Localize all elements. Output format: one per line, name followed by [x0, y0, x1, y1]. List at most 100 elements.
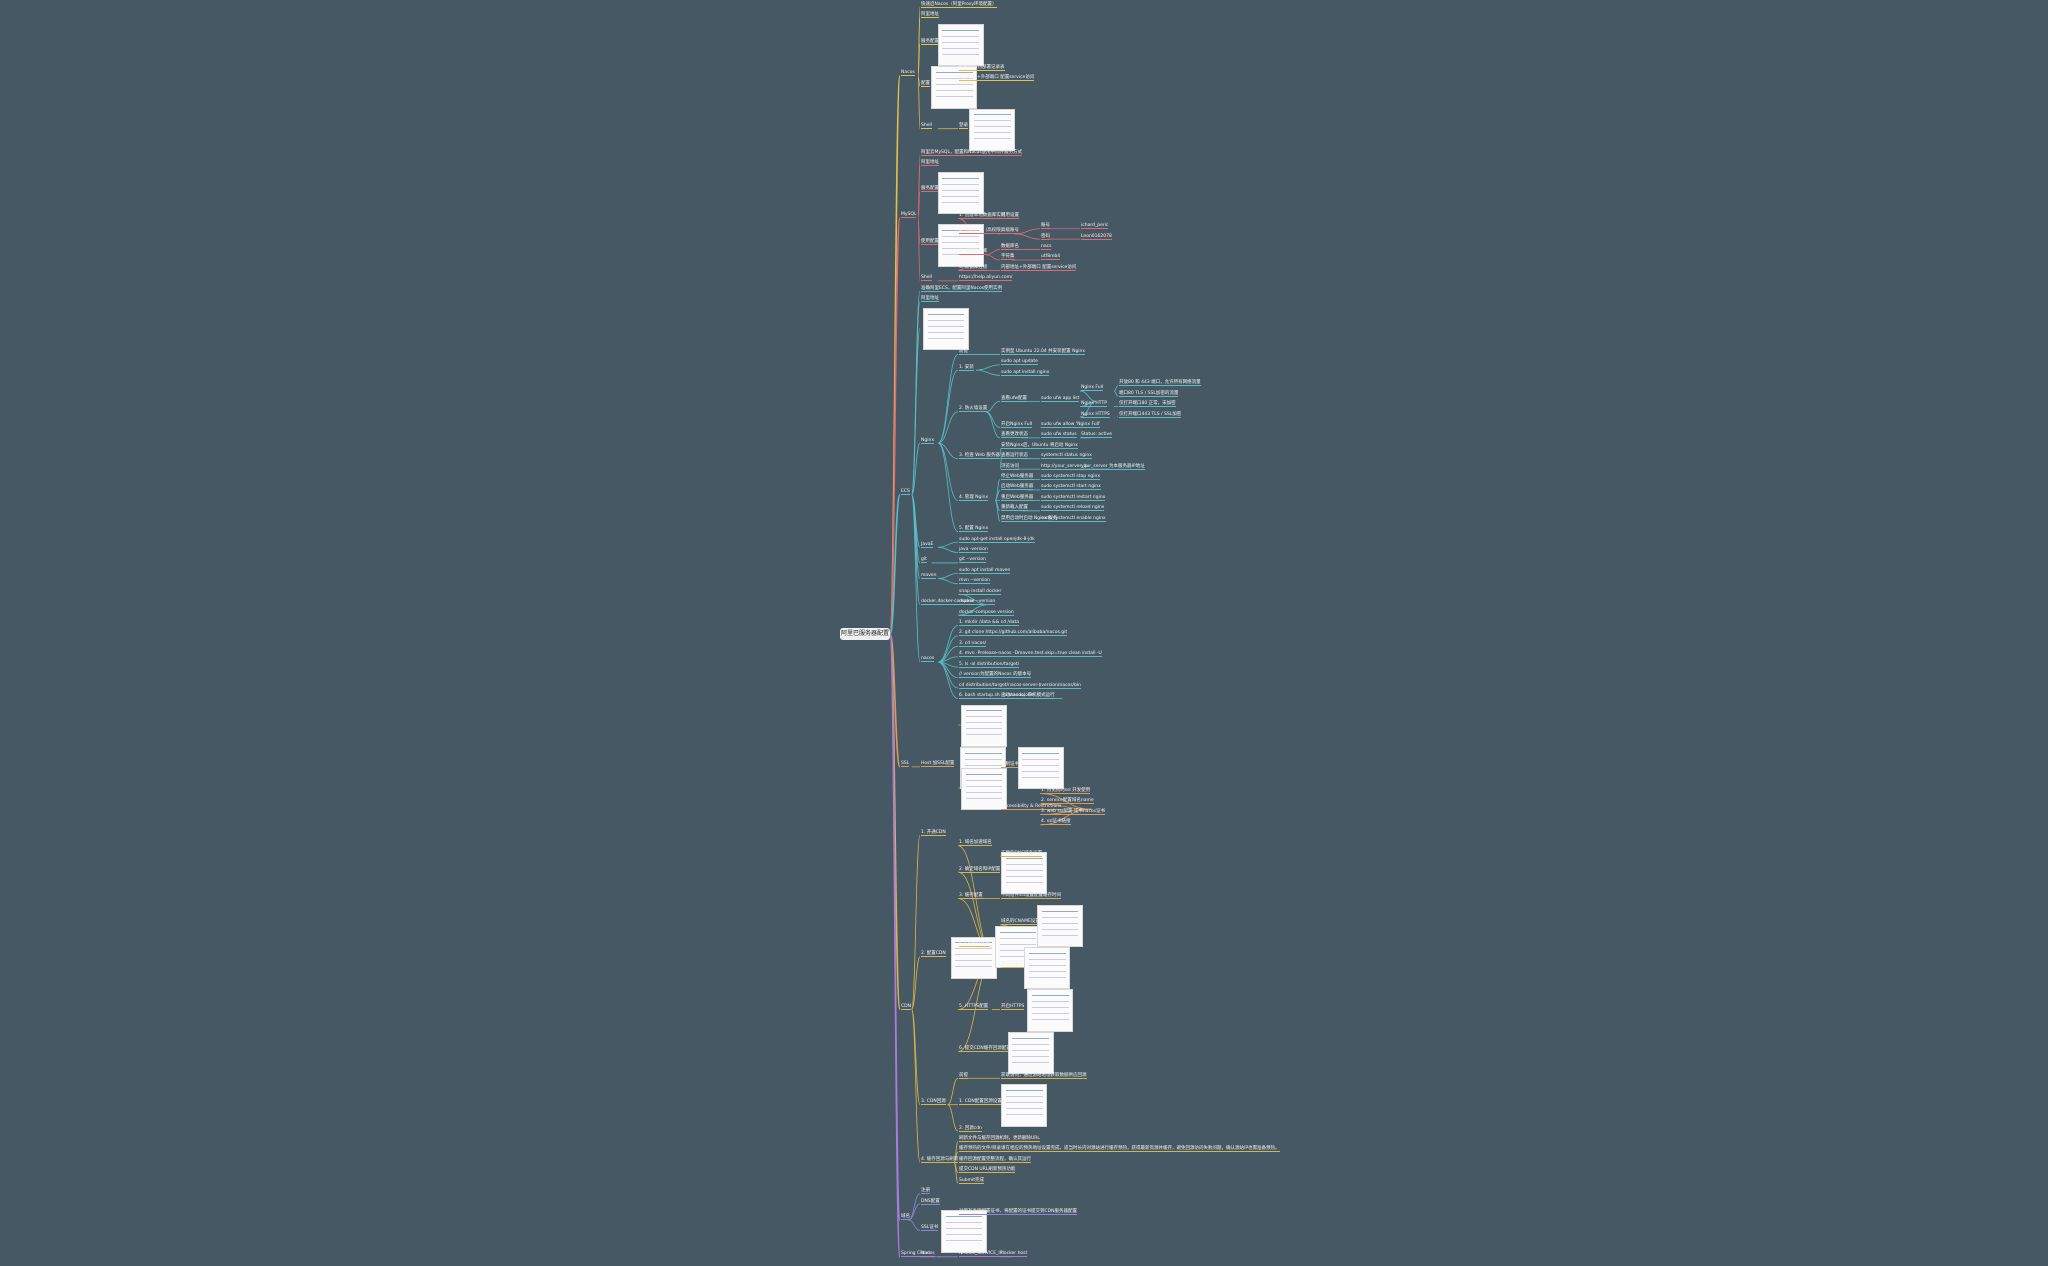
branch-node[interactable]: SSL [901, 761, 910, 768]
topic-node[interactable]: 内部地址+外部端口 配置service访问 [959, 75, 1035, 82]
topic-node[interactable]: 准确阿里ECS，配置阿里Nacos使用实例 [921, 285, 1003, 292]
topic-node[interactable]: 4. 缓存回源与刷新 [921, 1156, 959, 1163]
topic-node[interactable]: 开启Nginx Full [1001, 421, 1033, 428]
screenshot-thumbnail[interactable] [923, 307, 969, 351]
screenshot-thumbnail[interactable] [1037, 904, 1083, 948]
topic-node[interactable]: 4. mvn -Prelease-nacos -Dmaven.test.skip… [959, 651, 1102, 658]
topic-node[interactable]: 启动nacos，单机模式运行 [1001, 692, 1055, 699]
screenshot-thumbnail[interactable] [937, 171, 984, 215]
topic-node[interactable]: DNS配置 [921, 1198, 940, 1205]
topic-node[interactable]: Nginx Full [1081, 385, 1104, 392]
topic-node[interactable]: docker host [1001, 1251, 1028, 1258]
branch-node[interactable]: Spring Cloud [901, 1251, 930, 1258]
topic-node[interactable]: JavaE [921, 541, 934, 548]
topic-node[interactable]: git [921, 557, 927, 564]
topic-node[interactable]: sudo systemctl enable nginx [1041, 515, 1106, 522]
screenshot-thumbnail[interactable] [1007, 1031, 1054, 1075]
topic-node[interactable]: sudo systemctl stop nginx [1041, 474, 1101, 481]
topic-node[interactable]: 服务配置 [921, 38, 939, 45]
topic-node[interactable]: sudo systemctl start nginx [1041, 484, 1101, 491]
topic-node[interactable]: Nginx HTTP [1081, 401, 1107, 408]
screenshot-thumbnail[interactable] [941, 1210, 987, 1253]
branch-node[interactable]: CDN [901, 1003, 911, 1010]
screenshot-thumbnail[interactable] [1001, 851, 1048, 895]
topic-node[interactable]: 缓存预热的文件/目录请在相应的预热地址设置完成，适当时长内对源站进行缓存预热，获… [959, 1146, 1280, 1153]
topic-node[interactable]: 2. 防火墙设置 [959, 406, 988, 413]
topic-node[interactable]: 4. ssl证书链接 [1041, 819, 1071, 826]
screenshot-thumbnail[interactable] [931, 66, 978, 109]
topic-node[interactable]: 3. 检查 Web 服务器 [959, 453, 1000, 460]
topic-node[interactable]: 3. web ssl配置 证书nacos证书 [1041, 808, 1106, 815]
screenshot-thumbnail[interactable] [1027, 989, 1074, 1032]
topic-node[interactable]: 6. 提交CDN缓存回源配置 [959, 1046, 1011, 1053]
topic-node[interactable]: 账号 [1041, 223, 1050, 230]
topic-node[interactable]: 仅打开端口80 正常，未加密 [1119, 401, 1176, 408]
topic-node[interactable]: 2. service配置域名name [1041, 798, 1094, 805]
topic-node[interactable]: 阿里地址 [921, 12, 939, 19]
topic-node[interactable]: docker-compose version [959, 609, 1014, 616]
topic-node[interactable]: 注册 [921, 1188, 930, 1195]
topic-node[interactable]: Accessibility & Restrictions [1001, 803, 1062, 810]
topic-node[interactable]: 仅打开端口443 TLS / SSL加密 [1119, 411, 1182, 418]
topic-node[interactable]: 4. 管理 Nginx [959, 494, 989, 501]
topic-node[interactable]: 安装Nginx后，Ubuntu 将启动 Nginx [1001, 442, 1078, 449]
topic-node[interactable]: 2. git clone https://github.com/alibaba/… [959, 630, 1068, 637]
topic-node[interactable]: 1. 创建本地数据库实例 [959, 212, 1006, 219]
topic-node[interactable]: 1. 安装 [959, 364, 974, 371]
topic-node[interactable]: 开放80 和 443 端口，允许所有网络流量 [1119, 380, 1201, 387]
topic-node[interactable]: 数据库名 [1001, 244, 1019, 251]
topic-node[interactable]: nacs [1041, 244, 1052, 251]
topic-node[interactable]: 开启HTTPS [1001, 1004, 1025, 1011]
topic-node[interactable]: 1. CDN配置回源设置 [959, 1099, 1002, 1106]
topic-node[interactable]: utf8mb4 [1041, 254, 1061, 261]
topic-node[interactable]: 验证配置成功 [1001, 961, 1028, 968]
topic-node[interactable]: 查看运行状态 [1001, 453, 1028, 460]
topic-node[interactable]: 阿里地址 [921, 160, 939, 167]
topic-node[interactable]: sudo ufw allow 'Nginx Full' [1041, 421, 1101, 428]
topic-node[interactable]: 获取访问，通过源站地址获取数据供应回源 [1001, 1072, 1087, 1079]
topic-node[interactable]: 域名的CNAME设置 [1001, 919, 1040, 926]
topic-node[interactable]: 4. 数据库连接 [959, 264, 988, 271]
topic-node[interactable]: 高级账号 [1001, 228, 1019, 235]
topic-node[interactable]: 配置 [921, 80, 930, 87]
topic-node[interactable]: 端口80 TLS / SSL加密的流量 [1119, 390, 1179, 397]
topic-node[interactable]: 1. 开通CDN [921, 829, 946, 836]
topic-node[interactable]: Leon0162078 [1081, 233, 1112, 240]
branch-node[interactable]: 域名 [901, 1214, 910, 1221]
topic-node[interactable]: Status: active [1081, 432, 1112, 439]
topic-node[interactable]: ichard_peric [1081, 223, 1109, 230]
topic-node[interactable]: docker --version [959, 599, 996, 606]
screenshot-thumbnail[interactable] [1001, 1084, 1048, 1127]
topic-node[interactable]: https://help.aliyun.com/ [959, 275, 1013, 282]
topic-node[interactable]: 不同组件ssl设置配置缓存时间 [1001, 892, 1061, 899]
topic-node[interactable]: 对所有准确配置证书，将配置的证书提交到CDN服务器配置 [959, 1208, 1077, 1215]
topic-node[interactable]: 2. 配置CDN [921, 951, 946, 958]
topic-node[interactable]: docker,docker-compose [921, 599, 975, 606]
topic-node[interactable]: http://your_server_ip [1041, 463, 1088, 470]
topic-node[interactable]: 使用配置 [921, 238, 939, 245]
topic-node[interactable]: sudo apt install nginx [1001, 369, 1050, 376]
topic-node[interactable]: 正确的DNS域名设置 [1001, 850, 1043, 857]
topic-node[interactable]: sudo apt install maven [959, 567, 1011, 574]
topic-node[interactable]: your_server 为本服务器IP地址 [1081, 463, 1145, 470]
topic-node[interactable]: 2. 回源cdn [959, 1125, 982, 1132]
topic-node[interactable]: 3. 创建数据库 [959, 249, 988, 256]
branch-node[interactable]: Nacos [901, 70, 915, 77]
topic-node[interactable]: 查看ufw配置 [1001, 395, 1028, 402]
topic-node[interactable]: 密码 [1041, 233, 1050, 240]
topic-node[interactable]: 提交CDN URL刷新预热功能 [959, 1167, 1016, 1174]
topic-node[interactable]: 刷新文件与缓存回源机制，更新删除URL [959, 1135, 1040, 1142]
topic-node[interactable]: 启动Web服务器 [1001, 484, 1034, 491]
topic-node[interactable]: Shell [921, 275, 932, 282]
branch-node[interactable]: ECS [901, 489, 910, 496]
topic-node[interactable]: 配置Java热部署记录表 [959, 64, 1005, 71]
topic-node[interactable]: git --version [959, 557, 986, 564]
topic-node[interactable]: 5. HTTPS配置 [959, 1004, 989, 1011]
topic-node[interactable]: mvn --version [959, 578, 990, 585]
topic-node[interactable]: 2. 确定域名和IP配置 [959, 866, 1001, 873]
topic-node[interactable]: 3. CDN回源 [921, 1099, 946, 1106]
topic-node[interactable]: 快速启Nacos（阿里Proxy环境配置） [921, 1, 997, 8]
topic-node[interactable]: Nginx HTTPS [1081, 411, 1110, 418]
topic-node[interactable]: 3. cd nacos/ [959, 640, 987, 647]
topic-node[interactable]: java -version [959, 547, 988, 554]
